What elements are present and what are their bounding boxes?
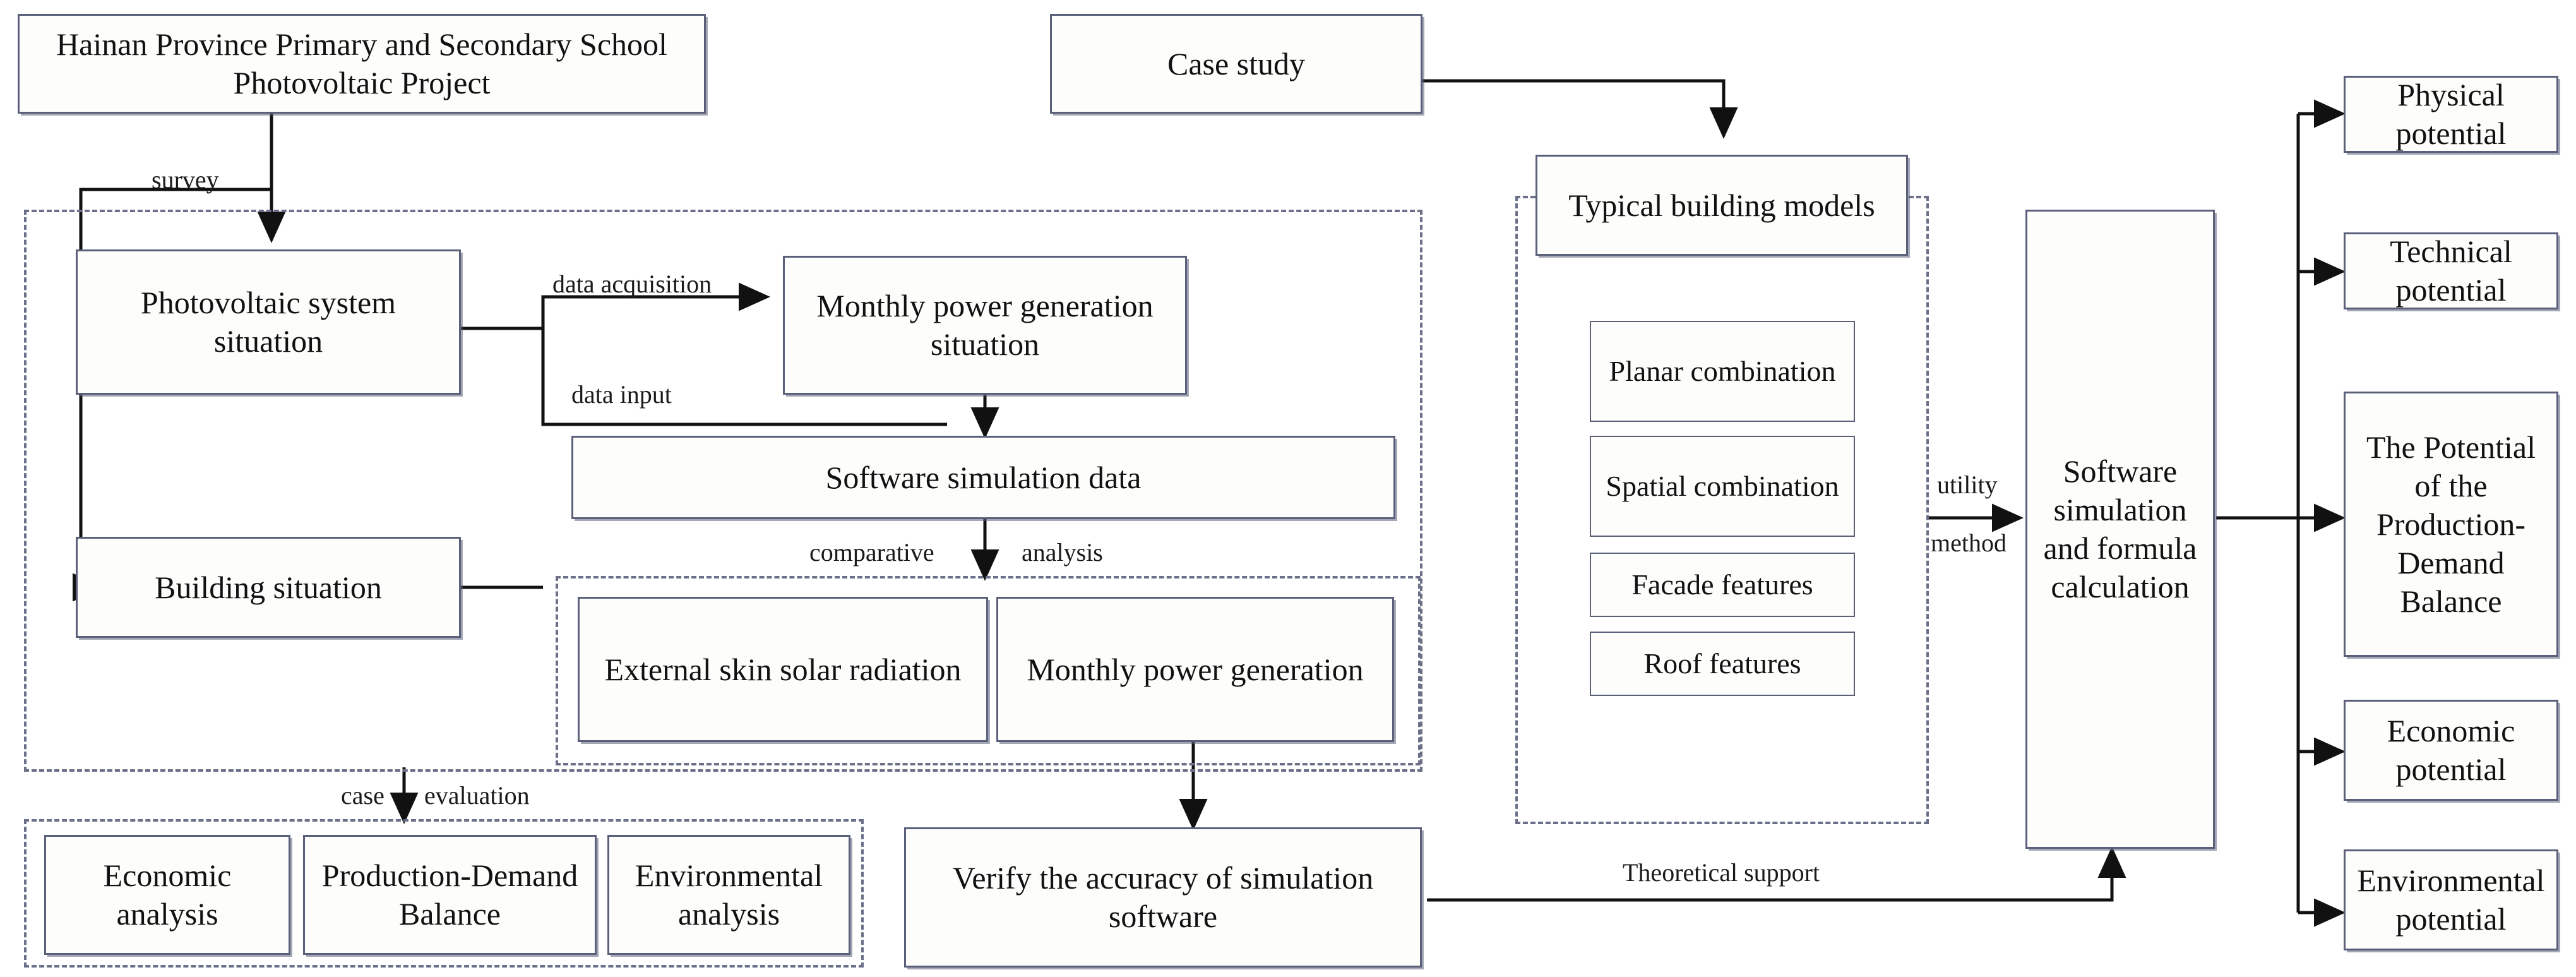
node-hainan-project[interactable]: Hainan Province Primary and Secondary Sc… (18, 14, 706, 114)
node-technical-potential[interactable]: Technical potential (2344, 232, 2558, 309)
node-production-demand-balance-potential-label: The Potential of the Production-Demand B… (2366, 429, 2536, 619)
node-monthly-power-generation-label: Monthly power generation (1027, 651, 1364, 687)
edge-label-theoretical-support: Theoretical support (1623, 858, 1820, 887)
node-software-simulation-formula[interactable]: Software simulation and formula calculat… (2025, 210, 2215, 849)
edge-label-data-input: data input (571, 380, 672, 409)
node-production-demand-balance-label: Production-Demand Balance (321, 858, 578, 932)
node-monthly-power-generation-situation-label: Monthly power generation situation (816, 288, 1154, 362)
node-monthly-power-generation-situation[interactable]: Monthly power generation situation (783, 256, 1187, 395)
node-typical-building-models[interactable]: Typical building models (1535, 155, 1908, 256)
node-economic-analysis[interactable]: Economic analysis (44, 835, 290, 955)
node-verify-accuracy-label: Verify the accuracy of simulation softwa… (952, 860, 1374, 934)
node-production-demand-balance-potential[interactable]: The Potential of the Production-Demand B… (2344, 392, 2558, 657)
edge-label-utility: utility (1937, 471, 1998, 499)
node-technical-potential-label: Technical potential (2390, 234, 2512, 308)
node-planar-combination[interactable]: Planar combination (1590, 321, 1855, 422)
node-spatial-combination[interactable]: Spatial combination (1590, 436, 1855, 537)
node-hainan-project-label: Hainan Province Primary and Secondary Sc… (56, 27, 667, 100)
node-external-skin-solar-radiation[interactable]: External skin solar radiation (578, 597, 988, 742)
node-case-study-label: Case study (1167, 45, 1306, 81)
edge-label-comparative: comparative (809, 538, 934, 566)
node-building-situation[interactable]: Building situation (76, 537, 461, 638)
field-survey-dashed-group (24, 210, 1422, 772)
node-economic-potential-label: Economic potential (2387, 713, 2515, 787)
edge-label-case: case (341, 781, 385, 810)
edge-label-method: method (1931, 529, 2007, 557)
node-environmental-analysis[interactable]: Environmental analysis (607, 835, 850, 955)
node-monthly-power-generation[interactable]: Monthly power generation (996, 597, 1394, 742)
node-software-simulation-data-label: Software simulation data (825, 459, 1142, 495)
node-roof-features-label: Roof features (1643, 647, 1801, 680)
node-production-demand-balance[interactable]: Production-Demand Balance (303, 835, 597, 955)
node-planar-combination-label: Planar combination (1609, 354, 1836, 387)
node-environmental-potential-label: Environmental potential (2357, 863, 2545, 937)
node-spatial-combination-label: Spatial combination (1606, 469, 1839, 502)
case-evaluation-dashed-group (24, 819, 864, 968)
node-facade-features[interactable]: Facade features (1590, 553, 1855, 617)
node-typical-building-models-label: Typical building models (1568, 187, 1875, 223)
node-pv-system-situation-label: Photovoltaic system situation (140, 285, 397, 359)
node-environmental-potential[interactable]: Environmental potential (2344, 849, 2558, 950)
edge-label-data-acquisition: data acquisition (552, 270, 712, 298)
node-economic-analysis-label: Economic analysis (103, 858, 232, 932)
node-case-study[interactable]: Case study (1050, 14, 1422, 114)
node-software-simulation-formula-label: Software simulation and formula calculat… (2043, 453, 2197, 604)
edge-label-survey: survey (152, 165, 219, 194)
edge-label-evaluation: evaluation (424, 781, 530, 810)
node-external-skin-solar-radiation-label: External skin solar radiation (604, 651, 962, 687)
node-environmental-analysis-label: Environmental analysis (635, 858, 823, 932)
node-economic-potential[interactable]: Economic potential (2344, 700, 2558, 801)
node-facade-features-label: Facade features (1631, 568, 1813, 601)
edge-label-analysis: analysis (1022, 538, 1103, 566)
node-verify-accuracy[interactable]: Verify the accuracy of simulation softwa… (904, 827, 1422, 968)
node-physical-potential-label: Physical potential (2395, 77, 2507, 151)
node-pv-system-situation[interactable]: Photovoltaic system situation (76, 249, 461, 395)
node-physical-potential[interactable]: Physical potential (2344, 76, 2558, 153)
node-software-simulation-data[interactable]: Software simulation data (571, 436, 1395, 519)
node-building-situation-label: Building situation (155, 569, 382, 605)
node-roof-features[interactable]: Roof features (1590, 632, 1855, 696)
